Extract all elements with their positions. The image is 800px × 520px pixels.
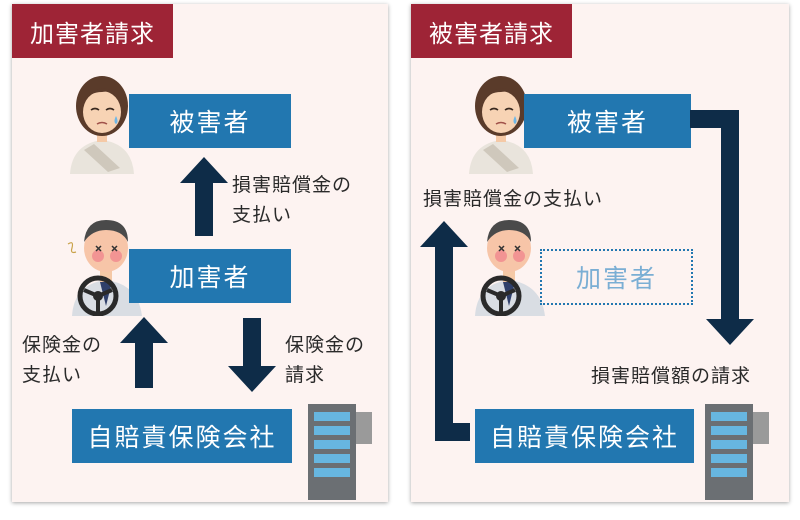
left-victim-box: 被害者 [129,94,291,148]
right-damages-claim-label: 損害賠償額の請求 [591,365,752,387]
left-insurance-claim-label-line2: 請求 [285,364,326,386]
right-insurer-box: 自賠責保険会社 [475,409,694,463]
office-building-icon [705,404,769,500]
right-damages-payment-label: 損害賠償金の支払い [423,188,604,210]
left-insurance-payment-label-line1: 保険金の [22,334,103,356]
right-victim-box: 被害者 [524,94,691,148]
left-insurance-payment-label-line2: 支払い [22,364,83,386]
driver-man-icon [67,220,142,316]
left-damages-payment-label-line2: 支払い [232,204,293,226]
injured-woman-icon [469,76,533,174]
left-damages-payment-label-line1: 損害賠償金の [232,174,353,196]
left-insurance-claim-label-line1: 保険金の [285,334,366,356]
right-perpetrator-box: 加害者 [540,249,693,305]
office-building-icon [308,404,372,500]
left-panel-perpetrator-claim: 加害者請求 被害者 損害賠償金の 支払い 加害者 保険金の 支払い 保険金の 請… [12,4,388,502]
right-tab-title: 被害者請求 [411,4,572,58]
injured-woman-icon [70,76,134,174]
driver-man-icon [475,220,545,316]
left-insurer-box: 自賠責保険会社 [72,409,292,463]
left-tab-title: 加害者請求 [12,4,173,58]
left-perpetrator-box: 加害者 [129,249,291,303]
right-panel-victim-claim: 被害者請求 被害者 損害賠償金の支払い 加害者 損害賠償額の請求 自賠責保険会社 [411,4,789,502]
